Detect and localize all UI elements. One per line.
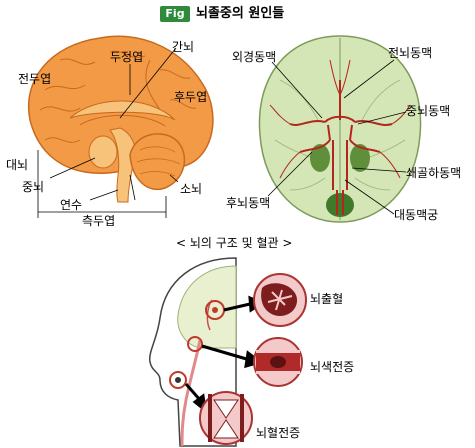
fig-badge: Fig [160,6,190,22]
embolism-zoom [199,391,253,445]
label-medulla: 연수 [60,198,83,212]
label-subclavian: 쇄골하동맥 [406,166,462,180]
label-middle-cerebral: 중뇌동맥 [406,104,451,118]
thrombosis-zoom [253,337,303,387]
label-occipital: 후두엽 [174,90,208,104]
brainstem-base-shape [326,193,354,217]
label-aortic-arch: 대동맥궁 [394,208,439,222]
embolism-marker [169,371,187,389]
label-embolism: 뇌혈전증 [256,426,301,440]
corpus-callosum-shape [69,100,176,121]
label-anterior-cerebral: 전뇌동맥 [388,46,433,60]
label-parietal: 두정엽 [110,50,144,64]
label-midbrain: 중뇌 [22,180,45,194]
label-frontal: 전두엽 [18,72,52,86]
label-cerebrum: 대뇌 [6,158,29,172]
hemorrhage-zoom [253,273,307,327]
figure-caption: < 뇌의 구조 및 혈관 > [176,236,293,250]
midbrain-shape [88,135,118,169]
label-temporal: 측두엽 [82,214,116,228]
label-posterior-cerebral: 후뇌동맥 [226,196,271,210]
brainstem-shape [109,127,136,203]
label-thrombosis: 뇌색전증 [310,360,355,374]
temporal-pole-shape [310,144,330,172]
thrombosis-marker [187,336,203,352]
figure-title: 뇌졸중의 원인들 [196,6,285,21]
label-cerebellum: 소뇌 [180,182,203,196]
label-interbrain: 간뇌 [172,40,195,54]
label-hemorrhage: 뇌출혈 [310,292,344,306]
label-external-carotid: 외경동맥 [232,50,277,64]
